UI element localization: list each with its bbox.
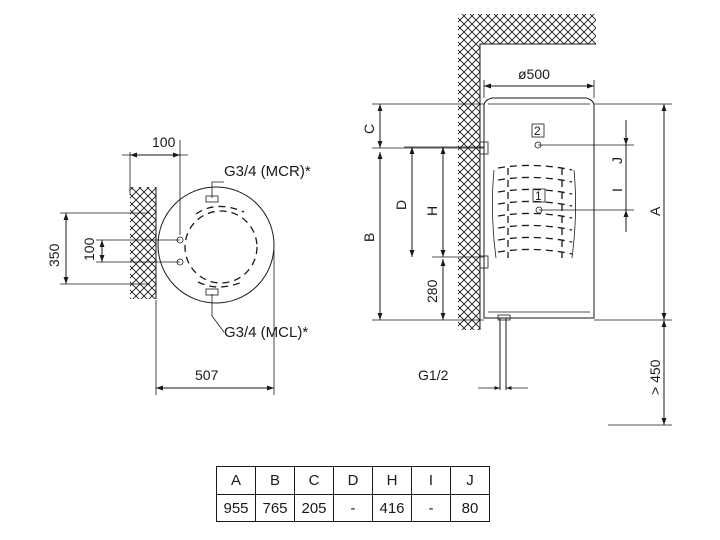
coil-circle <box>184 210 258 284</box>
table-cell: 80 <box>450 494 490 522</box>
table-header-cell: H <box>372 466 412 495</box>
table-row: 955 765 205 - 416 - 80 <box>216 494 490 522</box>
wall-hatch-side-view <box>458 14 596 330</box>
marker-1 <box>532 188 546 203</box>
table-cell: - <box>411 494 451 522</box>
dim-d: D <box>393 200 409 210</box>
dim-507: 507 <box>195 367 219 383</box>
dim-diameter: ø500 <box>518 66 550 82</box>
table-header-cell: A <box>216 466 256 495</box>
svg-text:2: 2 <box>534 124 541 138</box>
table-cell: - <box>333 494 373 522</box>
label-mcl: G3/4 (MCL)* <box>224 324 308 341</box>
table-header-cell: D <box>333 466 373 495</box>
dim-100-top: 100 <box>152 134 176 150</box>
table-cell: 765 <box>255 494 295 522</box>
table-cell: 955 <box>216 494 256 522</box>
tank-outline-top <box>157 186 275 304</box>
dim-100-inner: 100 <box>81 237 97 261</box>
svg-text:1: 1 <box>535 189 542 203</box>
dim-b: B <box>361 233 377 242</box>
label-outlet: G1/2 <box>418 367 449 383</box>
tank-body-side <box>483 97 595 319</box>
table-header-cell: B <box>255 466 295 495</box>
table-header-cell: I <box>411 466 451 495</box>
dimensions-table: A B C D H I J 955 765 205 - 416 - 80 <box>216 466 490 522</box>
label-mcr: G3/4 (MCR)* <box>224 163 311 180</box>
table-cell: 416 <box>372 494 412 522</box>
wall-hatch-top-view <box>130 187 156 299</box>
dim-350: 350 <box>46 243 62 267</box>
dim-clearance: > 450 <box>647 359 663 395</box>
dim-c: C <box>361 124 377 134</box>
table-header-cell: C <box>294 466 334 495</box>
marker-2 <box>531 123 545 138</box>
table-cell: 205 <box>294 494 334 522</box>
table-header-row: A B C D H I J <box>216 466 490 495</box>
table-header-cell: J <box>450 466 490 495</box>
dim-j: J <box>609 157 625 164</box>
dim-i: I <box>609 188 625 192</box>
side-view: 2 1 ø500 C B D H <box>361 14 672 426</box>
dim-280: 280 <box>424 279 440 303</box>
top-view: 100 350 100 507 G3/4 (MCR)* G3/4 (MCL)* <box>46 134 311 395</box>
heat-exchanger-coil <box>492 164 576 259</box>
dim-a: A <box>647 206 663 216</box>
dim-h: H <box>424 206 440 216</box>
